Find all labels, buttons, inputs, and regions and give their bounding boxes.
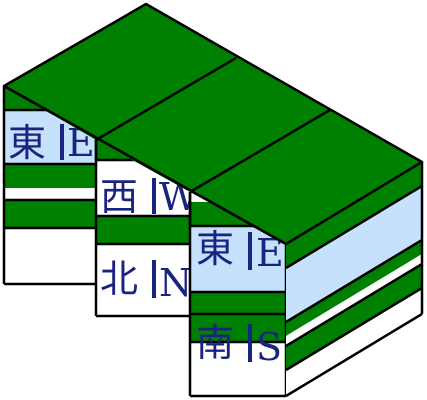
side-low-green-band xyxy=(286,264,422,370)
tile-label-north: 北 N xyxy=(100,257,192,305)
side-top-green-band xyxy=(286,162,422,268)
top-face-green xyxy=(4,4,422,244)
front-bottom-white-band xyxy=(190,342,286,396)
back-bottom-white-band xyxy=(4,228,96,284)
back-mid-green-band xyxy=(4,164,96,188)
back-low-green-band xyxy=(4,200,96,228)
middle-lower-white-band xyxy=(96,244,190,316)
stack-right-side-face xyxy=(285,162,424,398)
tile-hanzi: 東 xyxy=(196,227,234,271)
front-mid-green-band xyxy=(190,292,286,314)
front-blue-band xyxy=(190,226,286,292)
back-white-band xyxy=(4,188,96,200)
tile-letter: N xyxy=(159,261,192,305)
front-low-green-band xyxy=(190,314,286,342)
tile-hanzi: 西 xyxy=(100,175,138,219)
tile-label-east-front: 東 E xyxy=(196,227,284,275)
side-blue-band xyxy=(286,186,422,322)
tile-hanzi: 南 xyxy=(196,321,234,365)
middle-green-band xyxy=(96,216,190,244)
front-tile-column: 東 E 南 S xyxy=(188,192,288,398)
side-green-band xyxy=(286,240,422,336)
tile-hanzi: 北 xyxy=(100,257,138,301)
side-bottom-white-band xyxy=(286,288,422,396)
tile-label-south: 南 S xyxy=(196,321,282,369)
stack-top-face xyxy=(2,2,424,246)
tile-letter: S xyxy=(256,325,282,369)
tile-hanzi: 東 xyxy=(8,121,46,165)
side-white-band xyxy=(286,254,422,346)
